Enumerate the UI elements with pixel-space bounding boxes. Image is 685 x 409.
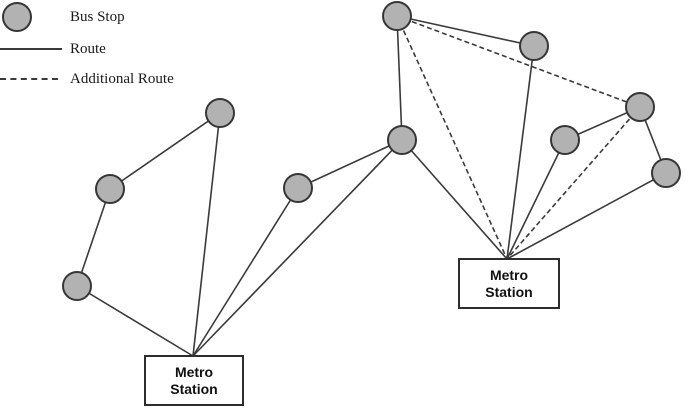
route-edge xyxy=(109,112,221,190)
route-edge xyxy=(76,188,111,287)
legend-label-route: Route xyxy=(70,40,106,57)
legend-label-additional-route: Additional Route xyxy=(70,70,174,87)
bus-stop-circle-icon xyxy=(2,2,32,32)
legend-label-bus-stop: Bus Stop xyxy=(70,8,125,25)
legend-item-route: Route xyxy=(0,38,106,60)
bus-stop-node xyxy=(382,1,412,31)
route-edge xyxy=(192,112,221,357)
additional-route-edge xyxy=(396,15,641,108)
additional-route-edge xyxy=(506,106,641,260)
bus-stop-node xyxy=(550,125,580,155)
route-edge xyxy=(401,139,508,260)
route-edge xyxy=(192,139,403,357)
route-solid-line-icon xyxy=(0,48,62,50)
bus-stop-node xyxy=(205,98,235,128)
additional-route-edge xyxy=(396,15,508,260)
legend-item-additional-route: Additional Route xyxy=(0,68,174,90)
legend-item-bus-stop: Bus Stop xyxy=(0,2,125,32)
route-edge xyxy=(192,187,299,357)
route-edge xyxy=(76,285,194,357)
bus-stop-node xyxy=(62,271,92,301)
route-edge xyxy=(396,15,403,141)
bus-stop-symbol-cell xyxy=(0,2,64,32)
bus-stop-node xyxy=(519,31,549,61)
bus-stop-node xyxy=(625,92,655,122)
bus-stop-node xyxy=(283,173,313,203)
route-edge xyxy=(506,45,535,260)
route-edge xyxy=(506,172,667,260)
metro-station-box xyxy=(458,258,560,309)
route-edge xyxy=(506,139,566,260)
additional-route-symbol-cell xyxy=(0,78,64,80)
bus-stop-node xyxy=(387,125,417,155)
bus-stop-node xyxy=(651,158,681,188)
route-symbol-cell xyxy=(0,48,64,50)
additional-route-dashed-line-icon xyxy=(0,78,58,80)
route-edge xyxy=(297,139,403,189)
route-edge xyxy=(396,15,535,47)
metro-station-box xyxy=(144,355,244,406)
bus-stop-node xyxy=(95,174,125,204)
